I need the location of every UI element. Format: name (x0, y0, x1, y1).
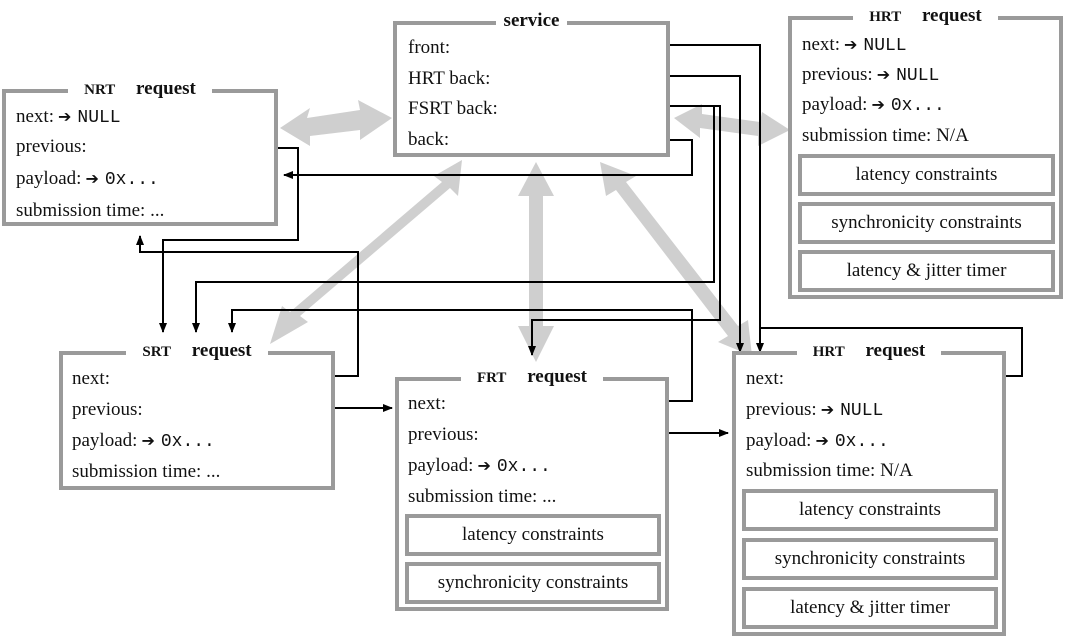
thick-arrows (270, 100, 790, 362)
frt-next-label: next: (408, 393, 446, 414)
srt-previous-label: previous: (72, 399, 143, 420)
hrt-top-next-value: NULL (863, 36, 907, 56)
frt-title-suffix: request (514, 366, 596, 387)
frt-submission-time: submission time: ... (408, 486, 557, 507)
right-arrow-icon: ➔ (844, 35, 858, 54)
hrt-top-payload-value: 0x... (890, 96, 945, 116)
hrt-top-request-box: HRT request next:➔NULL previous:➔NULL pa… (788, 5, 1063, 299)
right-arrow-icon: ➔ (58, 107, 72, 126)
srt-next-label: next: (72, 368, 110, 389)
hrt-top-previous-label: previous: (802, 64, 873, 85)
service-front: front: (408, 37, 451, 58)
frt-request-box: FRT request next: previous: payload:➔ 0x.… (395, 366, 669, 611)
srt-payload-label: payload: (72, 430, 138, 451)
right-arrow-icon: ➔ (815, 431, 829, 450)
service-fsrt-back: FSRT back: (408, 98, 498, 119)
right-arrow-icon: ➔ (871, 95, 885, 114)
nrt-next-value: NULL (77, 108, 121, 128)
service-srt-arrow (270, 160, 462, 344)
hrt-top-latency-jitter-timer: latency & jitter timer (798, 250, 1055, 292)
hrt-top-previous-value: NULL (896, 66, 940, 86)
frt-previous-label: previous: (408, 424, 479, 445)
hrt-bottom-synchronicity-constraints: synchronicity constraints (742, 538, 998, 580)
srt-request-box: SRT request next: previous: payload:➔ 0x.… (59, 340, 335, 490)
hrt-bottom-title-prefix: HRT (804, 344, 853, 360)
nrt-request-box: NRT request next:➔NULL previous: payload… (2, 78, 278, 226)
service-back: back: (408, 129, 450, 150)
nrt-payload-label: payload: (16, 168, 82, 189)
srt-submission-time: submission time: ... (72, 461, 221, 482)
hrt-bottom-latency-constraints: latency constraints (742, 489, 998, 531)
service-nrt-arrow (280, 100, 392, 146)
hrt-bottom-payload-value: 0x... (834, 432, 889, 452)
right-arrow-icon: ➔ (477, 456, 491, 475)
nrt-payload-value: 0x... (104, 170, 159, 190)
hrt-top-submission-time: submission time: N/A (802, 125, 969, 146)
hrt-bottom-payload-label: payload: (746, 430, 812, 451)
hrt-top-title-suffix: request (909, 5, 990, 26)
hrt-bottom-title-suffix: request (852, 340, 934, 361)
srt-payload-value: 0x... (160, 432, 215, 452)
fsrt-to-srt-pointer (192, 106, 715, 333)
hrt-bottom-submission-time: submission time: N/A (746, 460, 913, 481)
hrt-top-synchronicity-constraints: synchronicity constraints (798, 202, 1055, 244)
nrt-title-prefix: NRT (76, 82, 124, 98)
hrt-bottom-previous-label: previous: (746, 399, 817, 420)
hrt-bottom-latency-jitter-timer: latency & jitter timer (742, 587, 998, 629)
hrt-bottom-request-box: HRT request next: previous:➔NULL payload… (732, 340, 1006, 636)
nrt-previous-label: previous: (16, 136, 87, 157)
srt-title-suffix: request (179, 340, 260, 361)
nrt-submission-time: submission time: ... (16, 200, 165, 221)
hrt-top-next-label: next: (802, 34, 840, 55)
service-hrt-back: HRT back: (408, 68, 491, 89)
hrt-top-title-prefix: HRT (861, 9, 910, 25)
service-box: service front: HRT back: FSRT back: back… (393, 10, 670, 157)
right-arrow-icon: ➔ (85, 169, 99, 188)
right-arrow-icon: ➔ (820, 400, 835, 419)
hrt-top-latency-constraints: latency constraints (798, 154, 1055, 196)
frt-payload-label: payload: (408, 455, 474, 476)
hrt-bottom-next-label: next: (746, 368, 784, 389)
frt-latency-constraints: latency constraints (405, 514, 661, 556)
frt-payload-value: 0x... (496, 457, 551, 477)
hrt-top-payload-label: payload: (802, 94, 868, 115)
srt-title-prefix: SRT (134, 344, 180, 360)
right-arrow-icon: ➔ (141, 431, 155, 450)
right-arrow-icon: ➔ (876, 65, 891, 84)
hrt-bottom-previous-value: NULL (840, 401, 884, 421)
service-title: service (495, 10, 568, 31)
service-hrt-bottom-arrow (600, 162, 752, 356)
service-frt-arrow (518, 162, 554, 362)
nrt-title-suffix: request (123, 78, 204, 99)
frt-synchronicity-constraints: synchronicity constraints (405, 562, 661, 604)
nrt-next-label: next: (16, 106, 54, 127)
frt-title-prefix: FRT (468, 370, 515, 386)
